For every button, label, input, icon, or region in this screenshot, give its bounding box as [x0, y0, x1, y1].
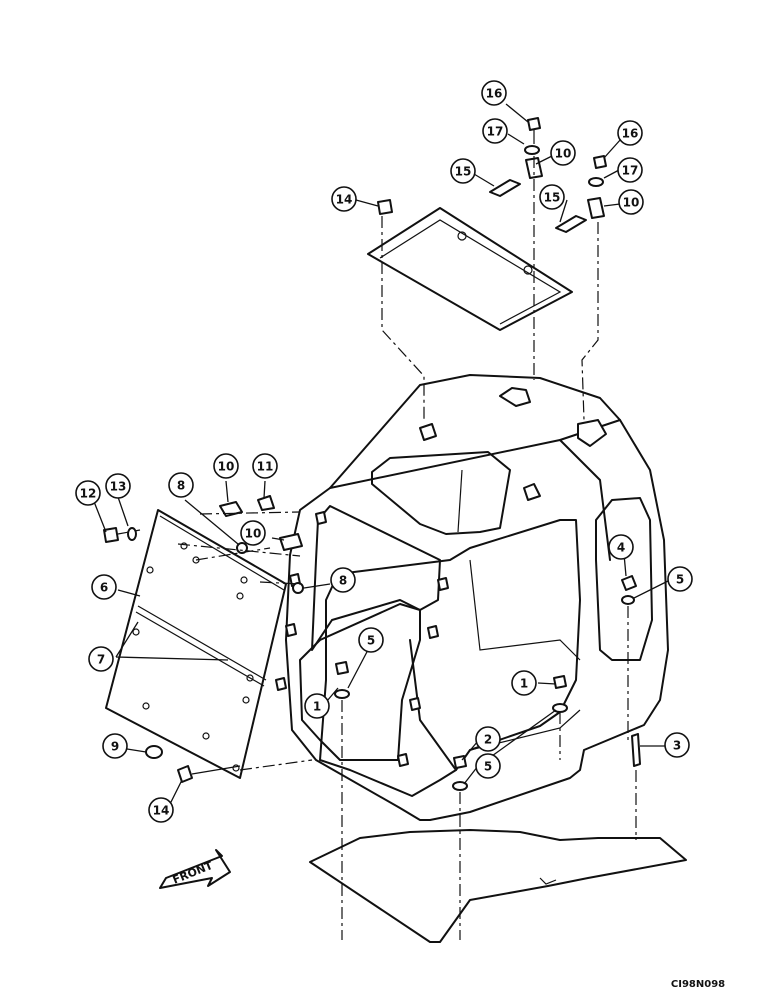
callout-10: 10	[240, 520, 266, 546]
callout-number: 15	[544, 191, 561, 205]
callout-number: 1	[313, 700, 321, 714]
callout-number: 5	[484, 760, 492, 774]
callout-number: 14	[153, 804, 170, 818]
callout-number: 3	[673, 739, 681, 753]
callout-circle	[105, 473, 131, 499]
callout-10: 10	[550, 140, 576, 166]
callout-number: 7	[97, 653, 105, 667]
callout-10: 10	[618, 189, 644, 215]
callout-circle	[331, 186, 357, 212]
callout-circle	[475, 726, 501, 752]
callout-circle	[168, 472, 194, 498]
callout-circle	[450, 158, 476, 184]
callout-number: 6	[100, 581, 108, 595]
callout-8: 8	[168, 472, 194, 498]
front-direction-arrow: FRONT	[159, 849, 231, 889]
callout-number: 11	[257, 460, 274, 474]
callout-number: 10	[555, 147, 572, 161]
callout-circle	[102, 733, 128, 759]
callout-circle	[482, 118, 508, 144]
callout-5: 5	[358, 627, 384, 653]
callout-circle	[148, 797, 174, 823]
callout-circle	[664, 732, 690, 758]
callout-number: 17	[487, 125, 504, 139]
callout-number: 10	[623, 196, 640, 210]
callout-circle	[617, 157, 643, 183]
callout-circle	[511, 670, 537, 696]
callout-17: 17	[482, 118, 508, 144]
callout-17: 17	[617, 157, 643, 183]
callout-number: 9	[111, 740, 119, 754]
callout-circle	[608, 534, 634, 560]
callout-5: 5	[475, 753, 501, 779]
callout-number: 14	[336, 193, 353, 207]
callout-1: 1	[304, 693, 330, 719]
callout-circle	[667, 566, 693, 592]
callout-number: 5	[676, 573, 684, 587]
callout-14: 14	[148, 797, 174, 823]
callout-circle	[481, 80, 507, 106]
callout-circle	[88, 646, 114, 672]
front-glass-panel	[105, 509, 287, 779]
callout-number: 16	[622, 127, 639, 141]
callout-number: 1	[520, 677, 528, 691]
hardware-parts	[103, 117, 641, 791]
callout-circle	[358, 627, 384, 653]
callout-circle	[252, 453, 278, 479]
callout-leaders	[90, 103, 671, 805]
callout-number: 8	[177, 479, 185, 493]
callout-number: 15	[455, 165, 472, 179]
callout-circle	[75, 480, 101, 506]
callout-number: 12	[80, 487, 97, 501]
callout-number: 10	[245, 527, 262, 541]
callout-12: 12	[75, 480, 101, 506]
roof-panel	[367, 207, 573, 331]
callout-16: 16	[617, 120, 643, 146]
callout-10: 10	[213, 453, 239, 479]
callout-9: 9	[102, 733, 128, 759]
callout-circle	[304, 693, 330, 719]
callout-number: 8	[339, 574, 347, 588]
callout-4: 4	[608, 534, 634, 560]
callout-1: 1	[511, 670, 537, 696]
callout-circle	[539, 184, 565, 210]
callout-7: 7	[88, 646, 114, 672]
cab-floor-plate	[309, 829, 687, 943]
assembly-center-lines	[177, 156, 637, 940]
callout-number: 5	[367, 634, 375, 648]
callout-3: 3	[664, 732, 690, 758]
callout-16: 16	[481, 80, 507, 106]
callout-number: 2	[484, 733, 492, 747]
callout-15: 15	[539, 184, 565, 210]
callout-number: 10	[218, 460, 235, 474]
callout-5: 5	[667, 566, 693, 592]
callout-circle	[240, 520, 266, 546]
callout-circle	[330, 567, 356, 593]
callout-11: 11	[252, 453, 278, 479]
callout-number: 4	[617, 541, 625, 555]
callout-circle	[475, 753, 501, 779]
callout-circle	[617, 120, 643, 146]
callout-13: 13	[105, 473, 131, 499]
operator-cab	[275, 374, 669, 821]
callout-2: 2	[475, 726, 501, 752]
callout-number: 16	[486, 87, 503, 101]
callout-6: 6	[91, 574, 117, 600]
callout-8: 8	[330, 567, 356, 593]
callout-15: 15	[450, 158, 476, 184]
callout-circle	[213, 453, 239, 479]
callout-number: 13	[110, 480, 127, 494]
callout-circle	[91, 574, 117, 600]
callout-circle	[550, 140, 576, 166]
callout-14: 14	[331, 186, 357, 212]
callout-number: 17	[622, 164, 639, 178]
drawing-code: CI98N098	[671, 979, 725, 990]
callout-circle	[618, 189, 644, 215]
